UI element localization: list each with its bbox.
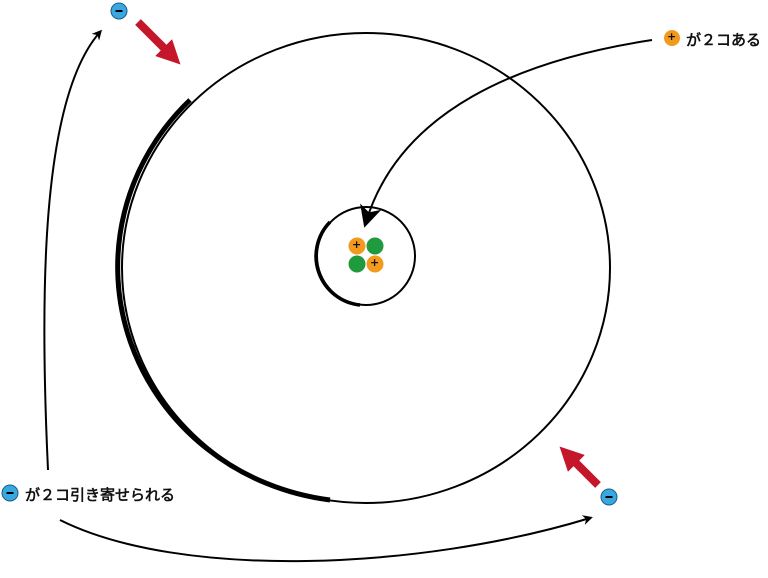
proton-legend-icon xyxy=(664,30,680,46)
proton xyxy=(348,237,366,255)
proton xyxy=(366,255,384,273)
electron-shell xyxy=(115,32,611,504)
electron-count-label: が２コ引き寄せられる xyxy=(25,486,176,504)
proton-sign: + xyxy=(370,256,380,269)
proton-sign: + xyxy=(667,30,677,43)
arrow-to-top-electron xyxy=(43,29,102,471)
neutron xyxy=(366,237,384,255)
proton-count-label: が２コある xyxy=(686,31,762,49)
neutron xyxy=(348,255,366,273)
electron-legend-icon xyxy=(1,484,19,502)
proton-sign: + xyxy=(352,238,362,251)
electron-bottom-right xyxy=(600,488,618,506)
arrow-to-nucleus xyxy=(360,39,653,228)
arrow-to-bottom-electron xyxy=(59,515,593,563)
attraction-arrow-top xyxy=(135,19,181,65)
electron-top xyxy=(110,2,128,20)
attraction-arrow-bottom xyxy=(559,446,601,488)
